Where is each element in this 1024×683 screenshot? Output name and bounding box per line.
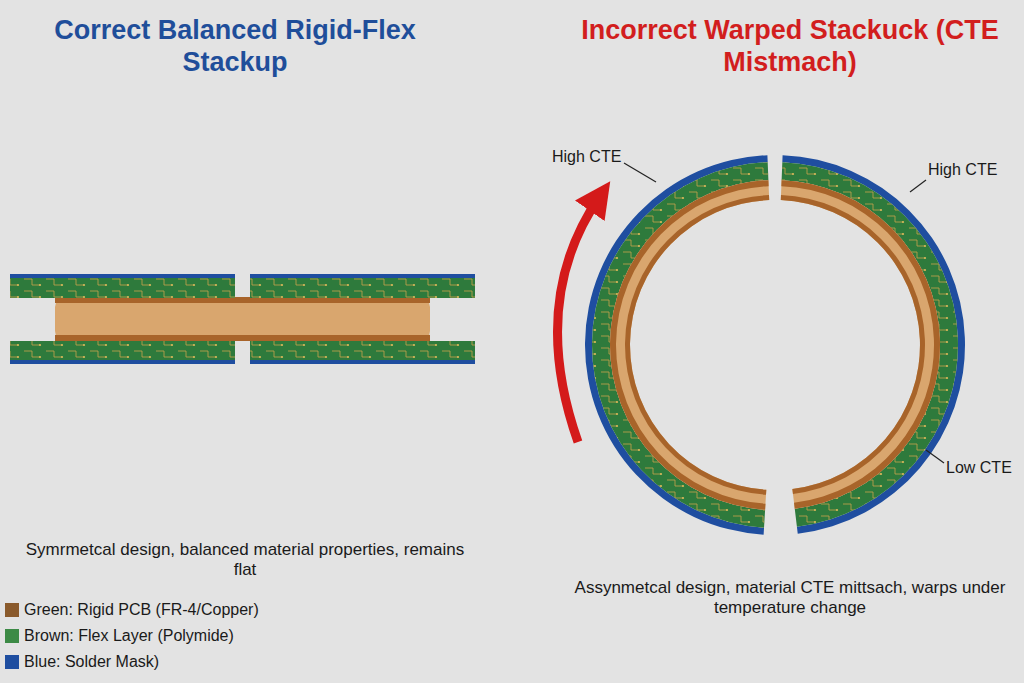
callout-label: High CTE [928,160,1018,179]
leader-line [910,180,926,192]
copper-layer [625,195,769,495]
warped-stackup [585,155,965,535]
callout-label: Low CTE [946,458,1018,477]
board-traces [10,341,235,362]
solder-mask [782,155,965,533]
legend-swatch [5,655,19,669]
legend-item: Green: Rigid PCB (FR-4/Copper) [5,601,259,619]
board-traces [250,276,475,298]
flex-core [55,297,430,341]
copper-layer [781,180,940,509]
legend-item: Blue: Solder Mask) [5,653,159,671]
solder-mask [250,274,475,278]
balanced-stackup [10,274,475,364]
solder-mask [250,360,475,364]
leader-line [624,163,656,182]
panel-caption: Assynmetcal design, material CTE mittsac… [570,578,1010,619]
legend-swatch [5,603,19,617]
solder-mask [10,274,235,278]
flex-core [610,180,769,510]
board-traces [10,276,235,298]
rigid-board [10,341,235,362]
copper-layer [610,180,769,510]
board-traces [782,162,958,527]
board-traces [592,162,768,528]
rigid-board [10,276,235,298]
board-traces [250,341,475,362]
flex-core [781,180,940,509]
panel-title: Correct Balanced Rigid-Flex Stackup [15,14,455,79]
rigid-board [250,276,475,298]
panel-caption: Symrmetcal design, balanced material pro… [25,540,465,581]
copper-layer [781,195,925,494]
legend-text: Brown: Flex Layer (Polymide) [24,627,234,645]
legend-text: Blue: Solder Mask) [24,653,159,671]
callout-label: High CTE [552,147,632,166]
panel-title: Incorrect Warped Stackuck (CTE Mistmach) [570,14,1010,79]
rigid-board [592,162,768,528]
solder-mask [10,360,235,364]
rigid-board [250,341,475,362]
legend-swatch [5,629,19,643]
warp-arrow [558,196,600,442]
legend-item: Brown: Flex Layer (Polymide) [5,627,234,645]
solder-mask [585,155,768,535]
rigid-board [782,162,958,527]
copper-layer [55,335,430,341]
legend-text: Green: Rigid PCB (FR-4/Copper) [24,601,259,619]
leader-line [926,450,944,463]
